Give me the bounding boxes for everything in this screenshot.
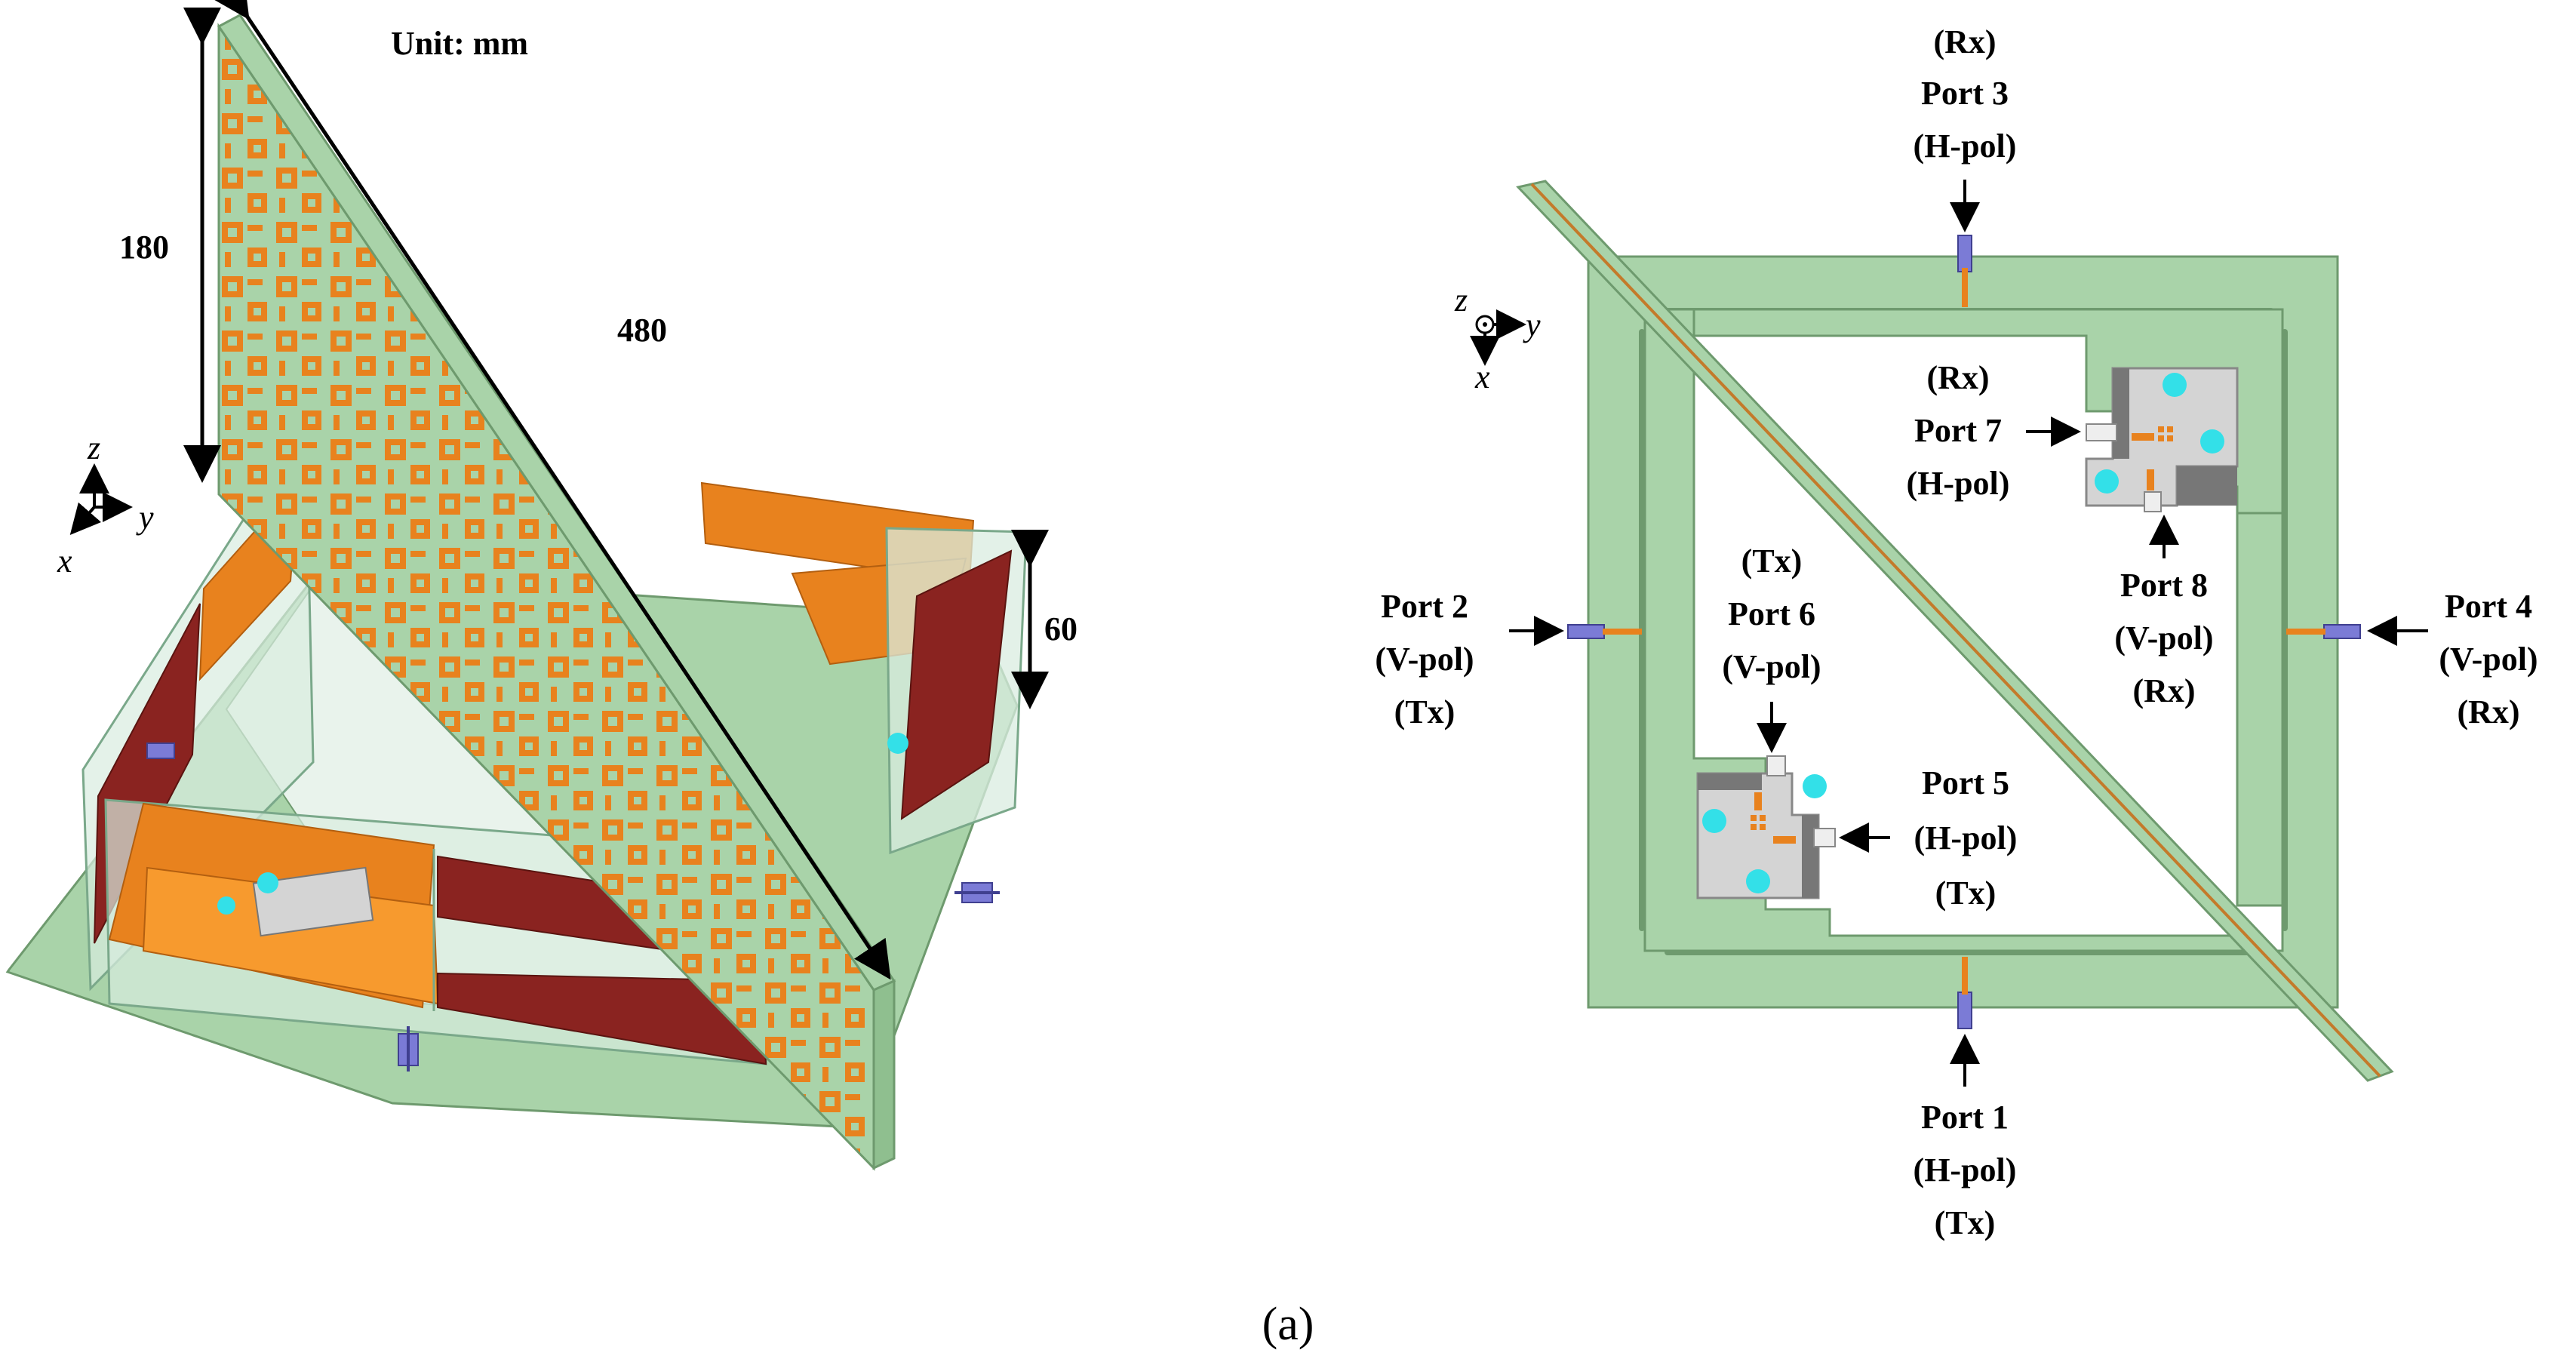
port-1-label: Port 1 (H-pol) (Tx) — [1914, 1034, 2017, 1241]
port-3-label: (Rx) Port 3 (H-pol) — [1914, 23, 2017, 232]
axis-z-label-right: z — [1454, 281, 1468, 318]
right-top-view: z y x (Rx) Port 3 (H-pol) Port 1 (H-pol)… — [1375, 23, 2538, 1241]
svg-text:Port 3: Port 3 — [1921, 75, 2009, 112]
svg-text:(Tx): (Tx) — [1935, 875, 1997, 912]
svg-text:(H-pol): (H-pol) — [1914, 128, 2017, 164]
axis-y-label-right: y — [1523, 306, 1541, 343]
svg-text:(H-pol): (H-pol) — [1907, 465, 2010, 502]
svg-text:Port 8: Port 8 — [2120, 567, 2208, 604]
svg-text:Port 7: Port 7 — [1914, 412, 2002, 449]
port-2-label: Port 2 (V-pol) (Tx) — [1375, 588, 1564, 730]
svg-text:(H-pol): (H-pol) — [1914, 1151, 2017, 1188]
svg-text:(Rx): (Rx) — [2132, 672, 2195, 709]
svg-text:(Rx): (Rx) — [1926, 359, 1989, 396]
svg-text:(Tx): (Tx) — [1741, 543, 1803, 580]
svg-text:Port 2: Port 2 — [1381, 588, 1468, 625]
svg-text:(V-pol): (V-pol) — [2439, 641, 2538, 678]
inner-cyan-element-2 — [217, 896, 235, 915]
unit-label: Unit: mm — [391, 25, 528, 62]
upper-right-strip — [2236, 512, 2284, 907]
port-4-label: Port 4 (V-pol) (Rx) — [2367, 588, 2538, 730]
svg-text:(V-pol): (V-pol) — [1375, 641, 1474, 678]
svg-text:(Rx): (Rx) — [1933, 23, 1996, 60]
inner-cyan-element — [257, 872, 278, 893]
axis-triad-right: z y x — [1454, 281, 1541, 395]
svg-text:Port 1: Port 1 — [1921, 1099, 2009, 1136]
axis-triad-left: z y x — [57, 429, 154, 580]
svg-text:(Tx): (Tx) — [1394, 693, 1456, 730]
axis-x-label-right: x — [1474, 358, 1490, 395]
port-7-label: (Rx) Port 7 (H-pol) — [1907, 359, 2081, 502]
diagonal-feed-strip — [1516, 180, 2394, 1082]
svg-text:Port 5: Port 5 — [1922, 764, 2009, 801]
connector-right — [954, 882, 1000, 903]
edge-connectors — [1567, 235, 2361, 1029]
figure-caption: (a) — [1262, 1299, 1314, 1350]
connector-front — [398, 1026, 419, 1072]
dim-wall-label: 60 — [1044, 610, 1077, 647]
svg-text:Port 4: Port 4 — [2445, 588, 2532, 625]
connector-left — [146, 743, 175, 759]
left-3d-view: 180 480 60 Unit: mm z y x — [5, 0, 1077, 1171]
tx-feed-block — [1696, 755, 1836, 899]
axis-z-label: z — [87, 429, 100, 466]
port-8-label: Port 8 (V-pol) (Rx) — [2114, 515, 2214, 709]
svg-text:Port 6: Port 6 — [1728, 595, 1815, 632]
dim-arrow-length — [212, 0, 891, 980]
svg-text:(V-pol): (V-pol) — [1722, 648, 1821, 685]
rx-feed-block — [2085, 367, 2239, 512]
svg-text:(V-pol): (V-pol) — [2114, 620, 2213, 656]
dim-length-label: 480 — [617, 312, 667, 349]
port-5-label: Port 5 (H-pol) (Tx) — [1839, 764, 2018, 912]
port-6-label: (Tx) Port 6 (V-pol) — [1722, 543, 1821, 753]
dim-height-label: 180 — [119, 229, 169, 266]
svg-text:(Tx): (Tx) — [1935, 1204, 1996, 1241]
axis-y-label: y — [136, 499, 154, 536]
axis-x-label: x — [57, 543, 72, 580]
inner-cyan-element-3 — [887, 733, 908, 754]
svg-text:(Rx): (Rx) — [2457, 693, 2519, 730]
svg-text:(H-pol): (H-pol) — [1914, 819, 2018, 856]
